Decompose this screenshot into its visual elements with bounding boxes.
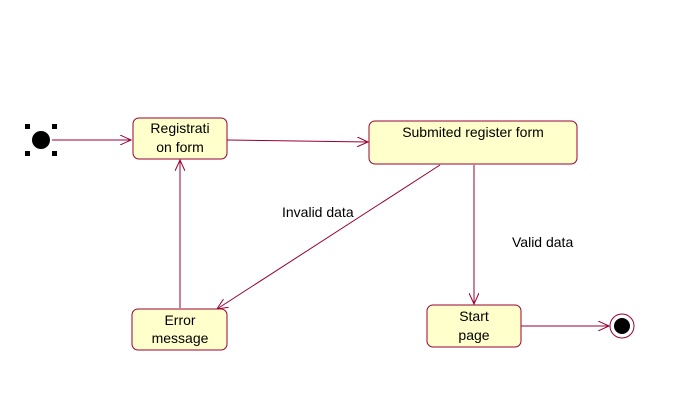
state-submitted-form: Submited register form	[368, 120, 578, 165]
selection-handle	[25, 124, 30, 129]
initial-node	[32, 131, 50, 149]
selection-handle	[25, 151, 30, 156]
transition-invalid-data	[217, 164, 441, 309]
final-state	[609, 313, 635, 339]
state-box	[426, 304, 522, 348]
state-label-line2: message	[152, 330, 209, 346]
state-label-line1: Error	[164, 312, 195, 328]
final-node-core	[614, 318, 630, 334]
transition-label-valid-data: Valid data	[512, 234, 573, 250]
state-label-line2: on form	[156, 139, 203, 155]
state-start-page: Start page	[426, 304, 522, 348]
state-label-line1: Registrati	[150, 120, 209, 136]
transition-registration-to-submitted	[226, 140, 368, 142]
state-label: Submited register form	[402, 124, 544, 140]
state-box	[368, 120, 578, 165]
state-box	[132, 117, 228, 160]
selection-handle	[52, 151, 57, 156]
state-label-line2: page	[458, 327, 489, 343]
selection-handle	[52, 124, 57, 129]
state-box	[131, 308, 228, 351]
state-error-message: Error message	[131, 308, 228, 351]
transition-label-invalid-data: Invalid data	[282, 204, 354, 220]
state-label-line1: Start	[459, 308, 489, 324]
state-registration-form: Registrati on form	[132, 117, 228, 160]
initial-state	[25, 124, 57, 156]
